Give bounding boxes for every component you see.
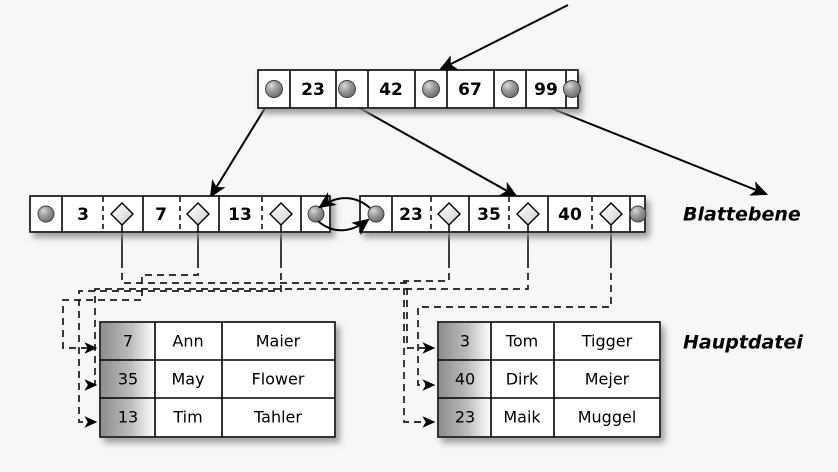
arrow-root-to-offpage: [512, 92, 769, 196]
table-left-r1-first: May: [171, 370, 204, 389]
table-left-r0-key: 7: [123, 332, 133, 351]
link-leaf-right-23: [403, 261, 450, 428]
root-pointer-4[interactable]: [563, 80, 581, 98]
link-leaf-right-35: [84, 261, 529, 391]
label-blattebene: Blattebene: [683, 204, 801, 226]
table-right-r1-key: 40: [455, 370, 475, 389]
table-right-r0-first: Tom: [505, 332, 538, 351]
table-right-r2-first: Maik: [503, 408, 541, 427]
arrow-leaf-next: [317, 218, 370, 236]
root-pointer-2[interactable]: [422, 80, 440, 98]
leaf-left-next-pointer[interactable]: [307, 205, 325, 223]
leaf-node-left-contents: 3 7 13: [37, 196, 325, 232]
tree-arrows: [209, 4, 769, 198]
table-left-contents: 7 Ann Maier 35 May Flower 13 Tim Tahler: [100, 322, 335, 437]
leaf-node-right-contents: 23 35 40: [367, 196, 647, 232]
link-leaf-right-40: [417, 261, 612, 391]
root-key-0: 23: [301, 80, 325, 100]
table-right-contents: 3 Tom Tigger 40 Dirk Mejer 23 Maik Mugge…: [438, 322, 660, 437]
root-node-box: [257, 69, 579, 109]
leaf-right-prev-pointer[interactable]: [367, 205, 385, 223]
arrow-root-to-leaf-left: [209, 99, 271, 198]
arrow-leaf-prev: [318, 192, 371, 209]
root-node[interactable]: [257, 69, 579, 109]
leaf-right-box: [359, 195, 646, 233]
table-left-r1-last: Flower: [252, 370, 305, 389]
leaf-right-key-0: 23: [399, 205, 423, 225]
leaf-left-prev-pointer[interactable]: [37, 205, 55, 223]
table-left-r2-last: Tahler: [253, 408, 302, 427]
table-left-r0-last: Maier: [256, 332, 301, 351]
table-left-r2-first: Tim: [172, 408, 202, 427]
link-leaf-left-13: [78, 261, 282, 428]
table-left-key-cell-0: [101, 323, 155, 360]
root-pointer-1[interactable]: [338, 80, 356, 98]
leaf-node-right[interactable]: [359, 195, 646, 233]
leaf-right-key-2: 40: [558, 205, 582, 225]
table-left-r1-key: 35: [118, 370, 138, 389]
root-pointer-3[interactable]: [501, 80, 519, 98]
leaf-right-key-1: 35: [477, 205, 501, 225]
table-left-r0-first: Ann: [172, 332, 203, 351]
leaf-left-key-0: 3: [77, 205, 89, 225]
table-right-key-cell-0: [439, 323, 491, 360]
leaf-right-next-pointer[interactable]: [629, 205, 647, 223]
arrow-into-root: [439, 4, 569, 70]
table-right-r0-key: 3: [460, 332, 470, 351]
table-right-r1-last: Mejer: [585, 370, 630, 389]
leaf-left-key-1: 7: [155, 205, 167, 225]
label-hauptdatei: Hauptdatei: [683, 332, 803, 354]
link-leaf-left-3: [121, 261, 436, 354]
table-left-key-cell-1: [101, 360, 155, 398]
leaf-sibling-links: [317, 192, 371, 236]
table-left-key-cell-2: [101, 398, 155, 436]
root-node-contents: 23 42 67 99: [265, 70, 581, 108]
table-right-r2-last: Muggel: [578, 408, 637, 427]
root-key-3: 99: [534, 80, 558, 100]
table-right-r2-key: 23: [455, 408, 475, 427]
record-pointer-links: [62, 232, 612, 428]
leaf-left-key-2: 13: [228, 205, 252, 225]
table-left-r2-key: 13: [118, 408, 138, 427]
table-right-key-cell-1: [439, 360, 491, 398]
table-right-r1-first: Dirk: [506, 370, 539, 389]
link-leaf-left-7: [62, 261, 199, 354]
table-right-r0-last: Tigger: [581, 332, 633, 351]
root-key-2: 67: [458, 80, 482, 100]
arrow-root-to-leaf-right: [346, 100, 518, 198]
root-key-1: 42: [379, 80, 403, 100]
table-right-key-cell-2: [439, 398, 491, 436]
root-pointer-0[interactable]: [265, 80, 283, 98]
